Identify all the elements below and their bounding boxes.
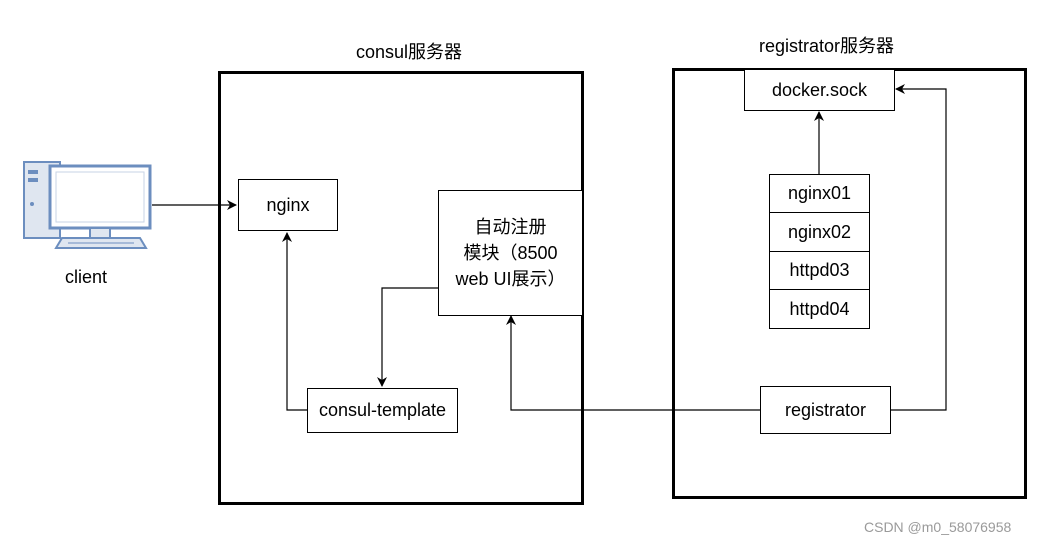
docker-sock-label: docker.sock xyxy=(771,79,868,100)
container-label: httpd04 xyxy=(789,298,850,319)
container-label: httpd03 xyxy=(789,260,850,280)
container-httpd04: httpd04 xyxy=(769,289,870,329)
registrator-node: registrator xyxy=(760,386,891,434)
consul-template-node: consul-template xyxy=(307,388,458,433)
consul-server-title: consul服务器 xyxy=(356,42,463,62)
auto-register-line1: 自动注册 xyxy=(474,217,547,237)
container-nginx02: nginx02 xyxy=(769,212,870,252)
container-label: nginx02 xyxy=(787,221,852,242)
arrow-module-to-template xyxy=(377,287,438,387)
auto-register-line3: web UI展示） xyxy=(455,269,566,289)
client-label: client xyxy=(65,267,108,287)
watermark: CSDN @m0_58076958 xyxy=(864,519,1012,535)
auto-register-module-node: 自动注册 模块（8500 web UI展示） xyxy=(438,190,583,316)
arrow-registrator-to-docker-sock xyxy=(890,84,947,411)
container-label: nginx01 xyxy=(787,183,852,203)
arrow-registrator-to-module xyxy=(506,315,760,411)
auto-register-line2: 模块（8500 xyxy=(463,243,558,263)
container-httpd03: httpd03 xyxy=(769,251,870,290)
consul-template-label: consul-template xyxy=(318,400,447,420)
arrow-template-to-nginx xyxy=(282,232,307,411)
container-nginx01: nginx01 xyxy=(769,174,870,213)
nginx-node: nginx xyxy=(238,179,338,231)
desktop-computer-icon xyxy=(23,161,152,249)
docker-sock-node: docker.sock xyxy=(744,69,895,111)
nginx-node-label: nginx xyxy=(266,194,310,215)
registrator-label: registrator xyxy=(784,399,867,420)
registrator-server-title: registrator服务器 xyxy=(759,36,895,56)
